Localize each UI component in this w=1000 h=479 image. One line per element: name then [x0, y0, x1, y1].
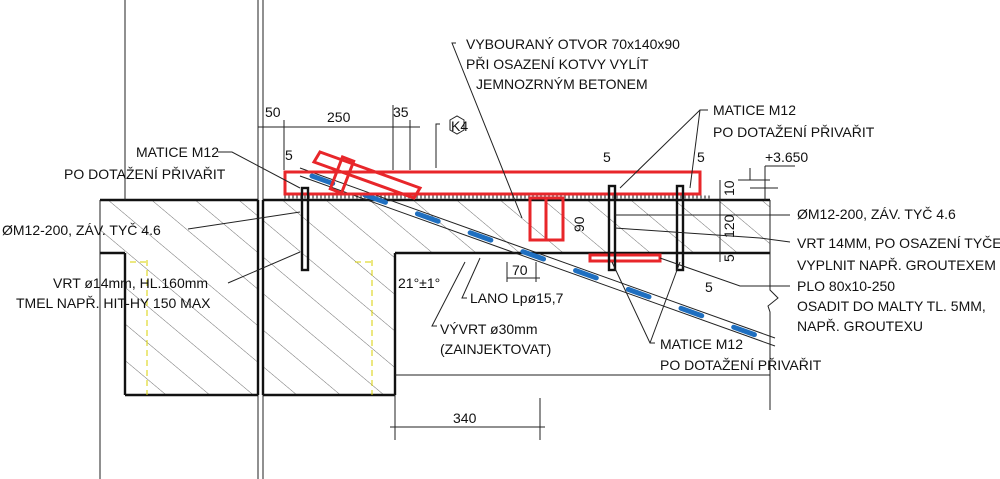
annotations: VYBOURANÝ OTVOR 70x140x90 PŘI OSAZENÍ KO… — [2, 36, 1000, 426]
rod-right-note: ØM12-200, ZÁV. TYČ 4.6 — [797, 206, 956, 222]
nut-left-note-1: MATICE M12 — [136, 144, 219, 160]
drill-left-note-1: VRT ø14mm, HL.160mm — [53, 275, 208, 291]
core-note-1: VÝVRT ø30mm — [440, 321, 538, 337]
weld-symbol-left: 5 — [285, 147, 293, 163]
drill-right-note-1: VRT 14MM, PO OSAZENÍ TYČE — [797, 235, 1000, 251]
bottom-plate — [588, 253, 662, 263]
cable-label: LANO Lpø15,7 — [470, 290, 564, 306]
concrete-hatch — [100, 200, 770, 395]
dim-120: 120 — [721, 214, 737, 238]
weld-symbol-mid: 5 — [603, 149, 611, 165]
structure-outline — [99, 0, 779, 479]
plate-note-1: PLO 80x10-250 — [797, 278, 895, 294]
opening-note-2: PŘI OSAZENÍ KOTVY VYLÍT — [466, 56, 649, 72]
angle-label: 21°±1° — [398, 275, 440, 291]
dim-35: 35 — [393, 104, 409, 120]
level-mark: +3.650 — [765, 149, 808, 165]
plate-note-2: OSADIT DO MALTY TL. 5MM, — [797, 298, 986, 314]
opening-note-3: JEMNOZRNÝM BETONEM — [476, 76, 648, 92]
leader-lines — [187, 42, 791, 344]
plate-note-3: NAPŘ. GROUTEXU — [797, 318, 923, 334]
svg-text:K4: K4 — [451, 118, 468, 134]
nut-bottom-note-2: PO DOTAŽENÍ PŘIVAŘIT — [660, 357, 822, 373]
nut-left-note-2: PO DOTAŽENÍ PŘIVAŘIT — [64, 166, 226, 182]
dim-90: 90 — [571, 216, 587, 232]
weld-symbol-bottom: 5 — [705, 279, 713, 295]
nut-bottom-note-1: MATICE M12 — [660, 336, 743, 352]
bolt-left — [300, 186, 310, 272]
steel-anchor — [283, 150, 702, 263]
dim-10: 10 — [721, 180, 737, 196]
core-note-2: (ZAINJEKTOVAT) — [440, 341, 551, 357]
dim-50: 50 — [265, 104, 281, 120]
dimension-lines — [258, 105, 795, 440]
dim-340: 340 — [453, 410, 477, 426]
rod-left-note: ØM12-200, ZÁV. TYČ 4.6 — [2, 222, 161, 238]
dim-5: 5 — [721, 254, 737, 262]
dim-70: 70 — [512, 262, 528, 278]
opening-note-1: VYBOURANÝ OTVOR 70x140x90 — [466, 36, 680, 52]
cable — [299, 167, 778, 347]
nut-top-note-2: PO DOTAŽENÍ PŘIVAŘIT — [713, 124, 875, 140]
bolt-right — [675, 184, 685, 272]
nut-top-note-1: MATICE M12 — [713, 102, 796, 118]
weld-symbol-right: 5 — [697, 149, 705, 165]
drill-right-note-2: VYPLNIT NAPŘ. GROUTEXEM — [797, 257, 996, 273]
dim-250: 250 — [327, 109, 351, 125]
k4-tag: K4 — [449, 115, 468, 135]
drill-left-note-2: TMEL NAPŘ. HIT-HY 150 MAX — [16, 295, 211, 311]
